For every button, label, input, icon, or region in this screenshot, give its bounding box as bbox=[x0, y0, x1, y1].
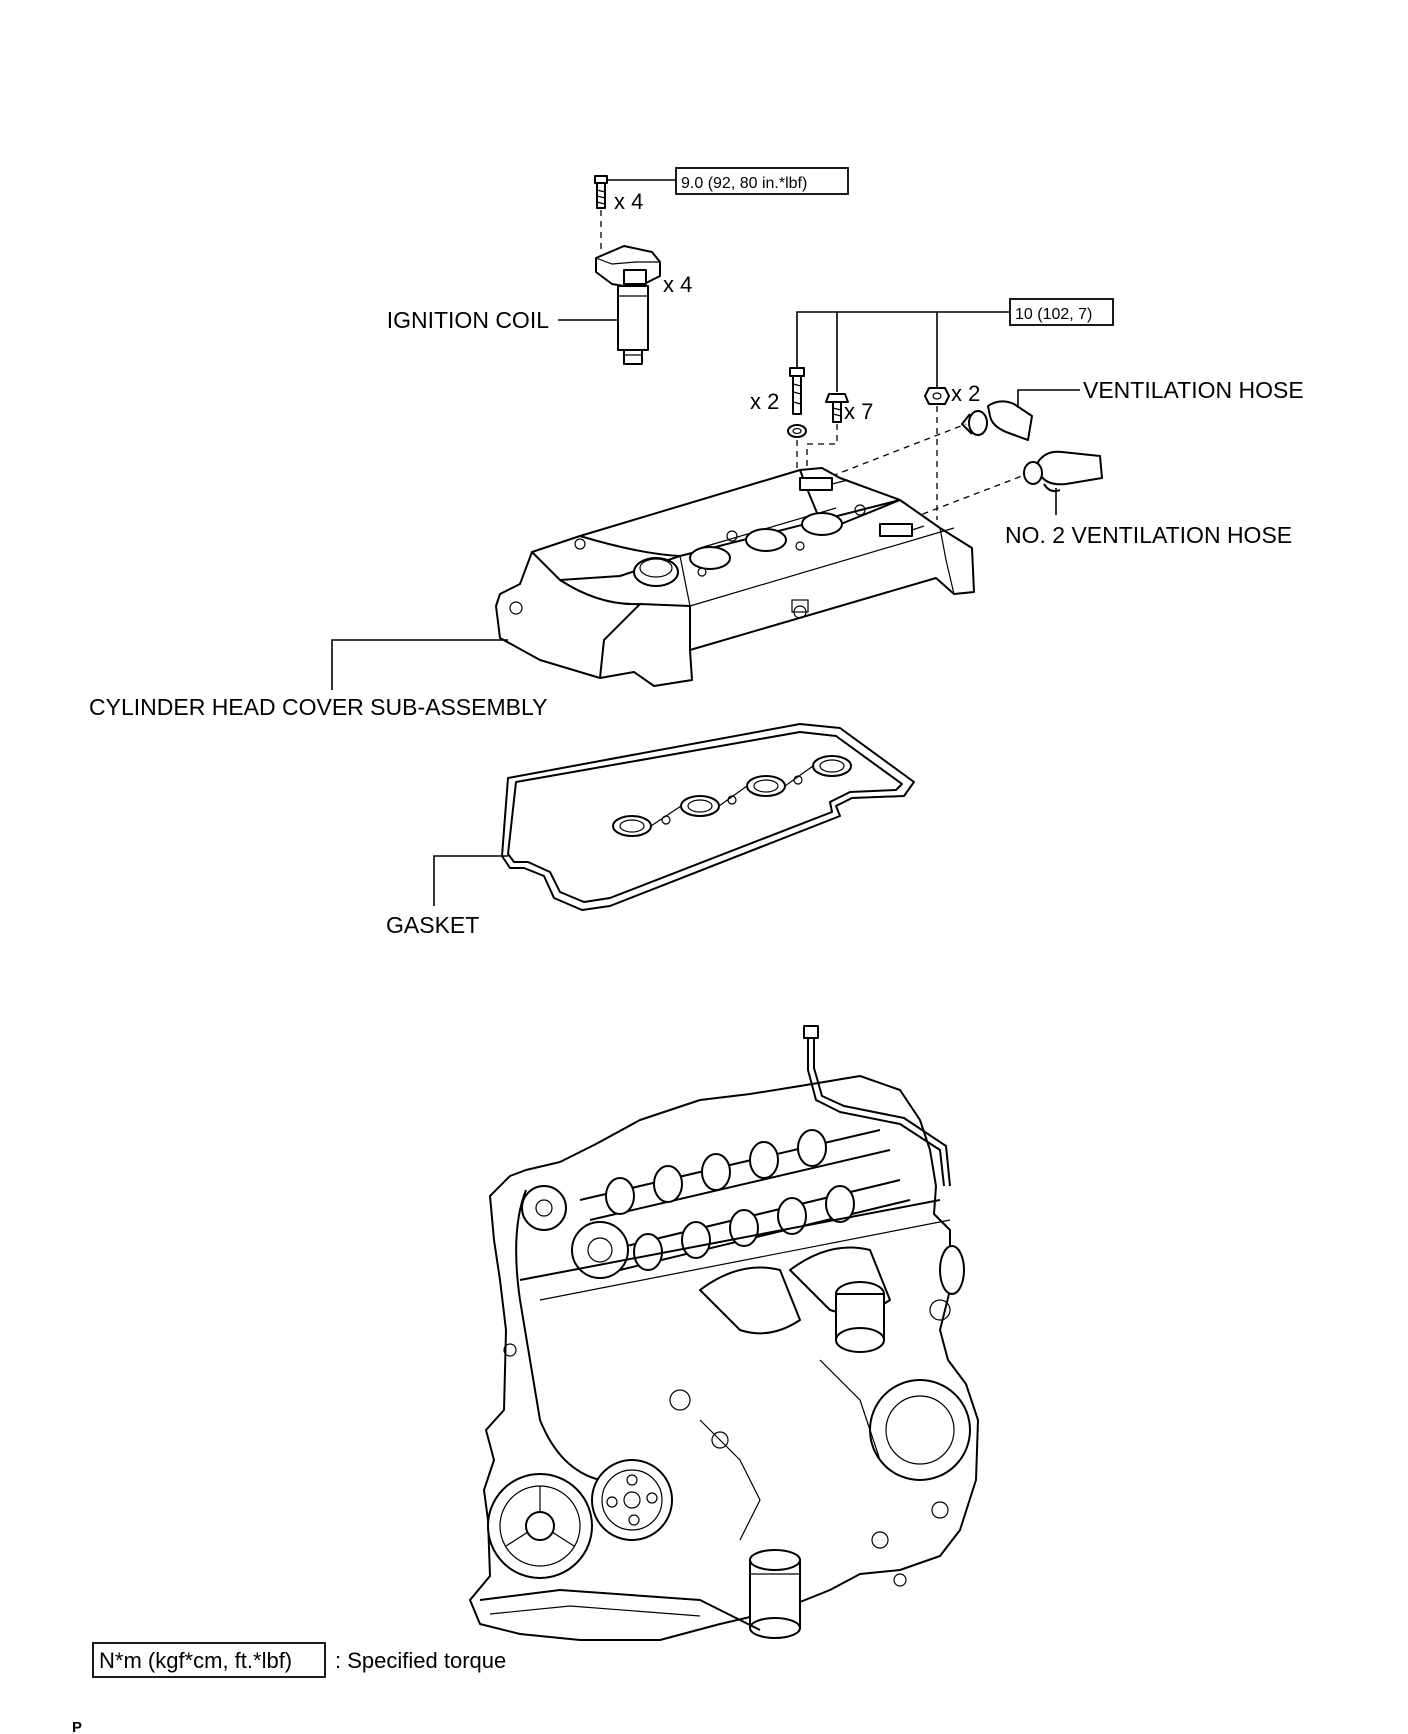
footer-code: P bbox=[72, 1719, 82, 1734]
ventilation-hose-alignment-line bbox=[831, 423, 967, 477]
ventilation-hose-label: VENTILATION HOSE bbox=[1083, 377, 1304, 403]
nut-quantity: x 2 bbox=[951, 381, 980, 406]
cylinder-head-cover-leader bbox=[331, 639, 508, 690]
stud-bolt-washer-hole bbox=[792, 427, 802, 435]
cover-nut bbox=[924, 387, 950, 405]
cover-fasteners-torque-text: 10 (102, 7) bbox=[1015, 306, 1092, 323]
coil-bolt bbox=[594, 175, 608, 209]
no2-ventilation-hose bbox=[1023, 450, 1103, 493]
no2-ventilation-hose-label: NO. 2 VENTILATION HOSE bbox=[1005, 522, 1292, 548]
cylinder-head-cover-label: CYLINDER HEAD COVER SUB-ASSEMBLY bbox=[89, 694, 547, 720]
bolt-alignment-line bbox=[806, 424, 838, 540]
legend-description: : Specified torque bbox=[335, 1648, 506, 1673]
bolt-quantity: x 7 bbox=[844, 399, 873, 424]
gasket-leader bbox=[433, 855, 508, 906]
cover-fasteners-torque-box: 10 (102, 7) bbox=[1009, 298, 1114, 326]
legend-box-text: N*m (kgf*cm, ft.*lbf) bbox=[99, 1648, 292, 1673]
gasket-label: GASKET bbox=[386, 912, 479, 938]
stud-bolt bbox=[789, 367, 805, 415]
coil-bolt-torque-box: 9.0 (92, 80 in.*lbf) bbox=[675, 167, 849, 195]
ignition-coil-quantity: x 4 bbox=[663, 272, 692, 297]
coil-bolt-torque-text: 9.0 (92, 80 in.*lbf) bbox=[681, 175, 807, 192]
ignition-coil bbox=[595, 245, 661, 365]
stud-bolt-quantity: x 2 bbox=[750, 389, 779, 414]
torque-leader-stud-bolt bbox=[796, 311, 1010, 368]
coil-bolt-quantity: x 4 bbox=[614, 189, 643, 214]
ignition-coil-label: IGNITION COIL bbox=[387, 307, 550, 333]
cover-bolt bbox=[825, 393, 849, 423]
gasket bbox=[501, 723, 915, 911]
stud-bolt-washer bbox=[787, 424, 807, 438]
ventilation-hose-leader bbox=[1017, 389, 1080, 408]
engine-assembly bbox=[469, 1025, 979, 1641]
ventilation-hose bbox=[961, 400, 1033, 441]
torque-legend: N*m (kgf*cm, ft.*lbf) : Specified torque bbox=[92, 1642, 506, 1678]
cylinder-head-cover bbox=[495, 467, 975, 687]
